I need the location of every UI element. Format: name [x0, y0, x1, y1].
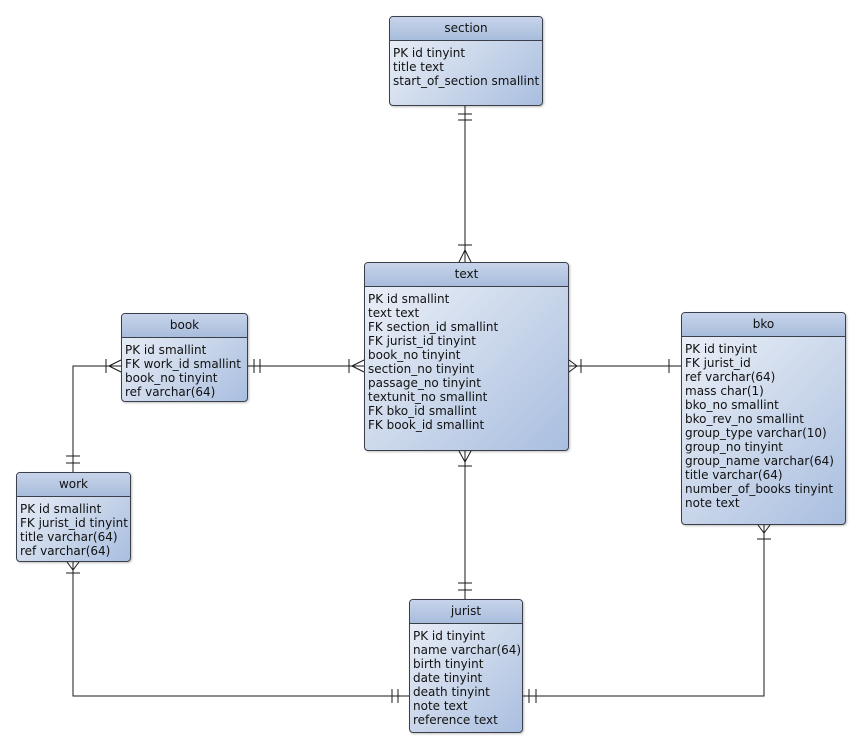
entity-title: section — [390, 17, 542, 41]
entity-field: date tinyint — [413, 671, 483, 685]
entity-field: textunit_no smallint — [368, 390, 488, 404]
entity-field: book_no tinyint — [125, 371, 218, 385]
text-crowfoot-mark — [568, 359, 582, 373]
entity-field: FK book_id smallint — [368, 418, 485, 432]
rel-jurist-work — [72, 562, 409, 697]
text-crowfoot-mark — [458, 450, 472, 467]
work-one-and-only-one-mark — [66, 455, 80, 464]
entity-field: ref varchar(64) — [685, 370, 776, 384]
entity-field: FK bko_id smallint — [368, 404, 477, 418]
entity-field: title varchar(64) — [20, 530, 118, 544]
entity-field: passage_no tinyint — [368, 376, 481, 390]
entity-field: group_type varchar(10) — [685, 426, 827, 440]
entity-field: PK id smallint — [368, 292, 450, 306]
entity-field: number_of_books tinyint — [685, 482, 834, 496]
entity-field: PK id smallint — [20, 502, 102, 516]
book-crowfoot-mark — [105, 359, 122, 373]
work-crowfoot-mark — [66, 561, 80, 574]
entity-title: text — [365, 263, 568, 287]
entity-field: section_no tinyint — [368, 362, 475, 376]
entity-field: note text — [413, 699, 468, 713]
entity-field: text text — [368, 306, 420, 320]
entity-field: title text — [393, 60, 444, 74]
entity-title: bko — [682, 313, 845, 337]
entity-field: FK jurist_id — [685, 356, 751, 370]
entity-field: death tinyint — [413, 685, 490, 699]
entity-field: PK id tinyint — [413, 629, 486, 643]
entity-field: PK id smallint — [125, 343, 207, 357]
entity-field: title varchar(64) — [685, 468, 783, 482]
entity-title: work — [17, 473, 130, 497]
entity-field: reference text — [413, 713, 498, 727]
rel-jurist-bko — [523, 525, 765, 697]
entity-field: mass char(1) — [685, 384, 764, 398]
entity-field: book_no tinyint — [368, 348, 461, 362]
entity-field: birth tinyint — [413, 657, 484, 671]
entity-field: ref varchar(64) — [125, 385, 216, 399]
entity-title: jurist — [410, 600, 522, 624]
entity-field: note text — [685, 496, 740, 510]
entity-field: start_of_section smallint — [393, 74, 540, 88]
entity-field: name varchar(64) — [413, 643, 522, 657]
bko-crowfoot-mark — [757, 524, 771, 540]
entity-field: bko_rev_no smallint — [685, 412, 805, 426]
text-crowfoot-mark — [458, 244, 472, 263]
entity-field: FK jurist_id tinyint — [368, 334, 476, 348]
entity-field: FK section_id smallint — [368, 320, 499, 334]
entity-field: FK work_id smallint — [125, 357, 241, 371]
section-one-and-only-one-mark — [458, 113, 472, 121]
entity-title: book — [122, 314, 247, 338]
jurist-one-and-only-one-mark — [528, 689, 537, 703]
entity-field: group_name varchar(64) — [685, 454, 834, 468]
book-one-and-only-one-mark — [253, 359, 261, 373]
entity-field: group_no tinyint — [685, 440, 784, 454]
text-crowfoot-mark — [348, 359, 365, 373]
jurist-one-and-only-one-mark — [391, 689, 399, 703]
jurist-one-and-only-one-mark — [458, 582, 472, 591]
entity-field: ref varchar(64) — [20, 544, 111, 558]
entity-field: PK id tinyint — [393, 46, 466, 60]
entity-field: bko_no smallint — [685, 398, 779, 412]
rel-work-book — [72, 365, 121, 472]
entity-field: PK id tinyint — [685, 342, 758, 356]
entity-field: FK jurist_id tinyint — [20, 516, 128, 530]
